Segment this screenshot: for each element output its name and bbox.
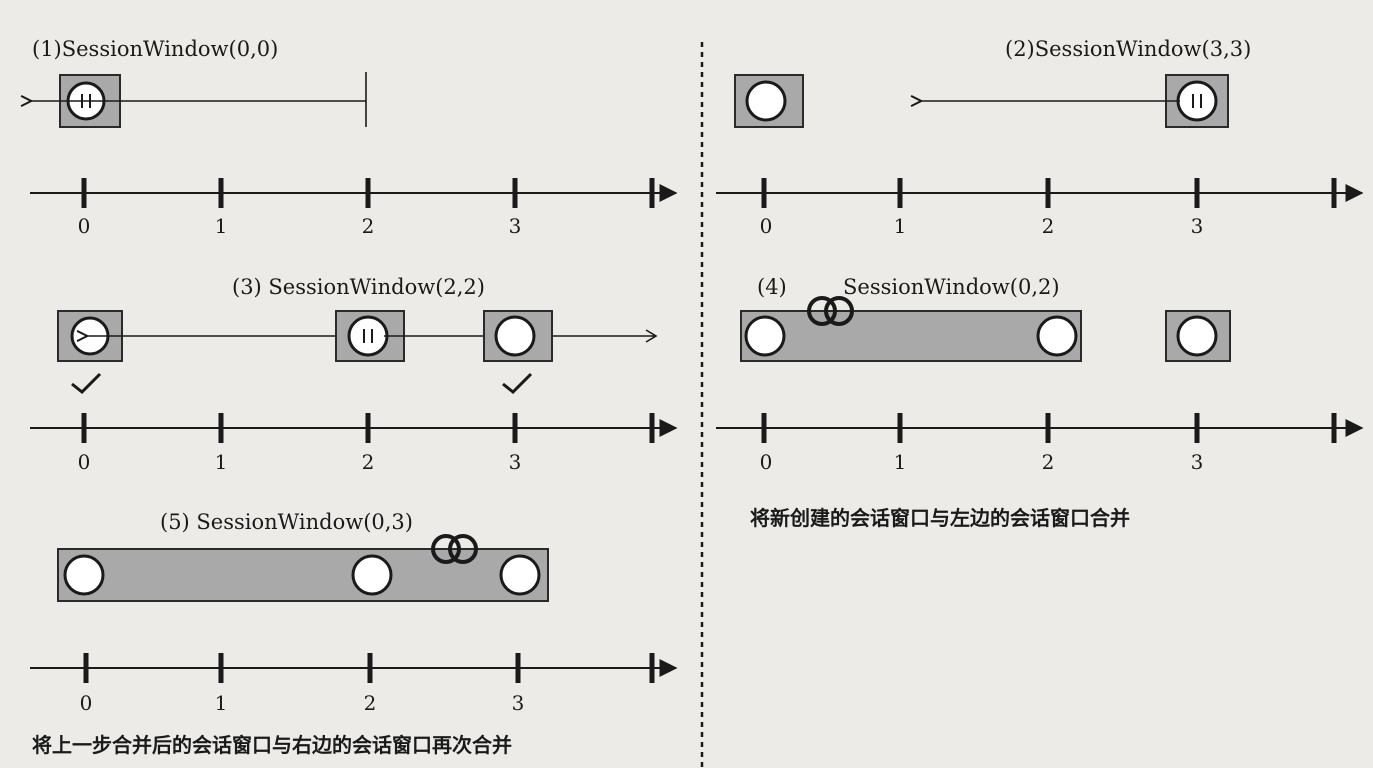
merge-rings-icon bbox=[807, 296, 854, 326]
check-icon bbox=[71, 372, 102, 395]
panel-5: (5) SessionWindow(0,3) 0 1 2 3 将上一步合并后的会… bbox=[30, 510, 678, 757]
session-circle-icon bbox=[494, 315, 536, 357]
panel-2-title: (2)SessionWindow(3,3) bbox=[1005, 37, 1251, 61]
panel-5-title: (5) SessionWindow(0,3) bbox=[160, 510, 413, 534]
tick-label: 3 bbox=[1191, 450, 1204, 474]
arrow-head bbox=[645, 329, 658, 343]
pause-circle-icon bbox=[1176, 80, 1218, 122]
check-icon bbox=[502, 372, 533, 395]
panel-3: (3) SessionWindow(2,2) 0 1 2 3 bbox=[30, 275, 678, 474]
session-circle-icon bbox=[63, 554, 105, 596]
merge-rings-icon bbox=[431, 534, 478, 564]
merged-session-box bbox=[57, 548, 549, 602]
tick-label: 1 bbox=[215, 691, 228, 715]
session-circle-icon bbox=[351, 554, 393, 596]
tick-label: 2 bbox=[1042, 214, 1055, 238]
panel-1-title: (1)SessionWindow(0,0) bbox=[32, 37, 278, 61]
timeline-axis bbox=[30, 413, 678, 443]
panel-5-caption: 将上一步合并后的会话窗口与右边的会话窗口再次合并 bbox=[32, 733, 512, 757]
panel-4-title: SessionWindow(0,2) bbox=[843, 275, 1060, 299]
tick-label: 2 bbox=[362, 450, 375, 474]
timeline-axis bbox=[30, 178, 678, 208]
panel-1: (1)SessionWindow(0,0) 0 1 2 3 bbox=[30, 37, 678, 238]
session-circle-icon bbox=[1036, 315, 1078, 357]
tick-label: 0 bbox=[78, 450, 91, 474]
tick-label: 0 bbox=[80, 691, 93, 715]
session-circle-icon bbox=[499, 554, 541, 596]
tick-label: 3 bbox=[509, 214, 522, 238]
tick-label: 2 bbox=[1042, 450, 1055, 474]
session-circle-icon bbox=[745, 80, 787, 122]
tick-label: 2 bbox=[364, 691, 377, 715]
pause-circle-icon bbox=[347, 315, 389, 357]
tick-label: 1 bbox=[215, 450, 228, 474]
timeline-axis bbox=[30, 653, 678, 683]
panel-4-caption: 将新创建的会话窗口与左边的会话窗口合并 bbox=[750, 506, 1130, 530]
merged-session-box bbox=[740, 310, 1082, 362]
tick-label: 1 bbox=[894, 214, 907, 238]
tick-label: 3 bbox=[1191, 214, 1204, 238]
tick-label: 3 bbox=[512, 691, 525, 715]
timeline-axis bbox=[716, 178, 1364, 208]
panel-4-prefix: (4) bbox=[757, 275, 787, 299]
tick-label: 1 bbox=[894, 450, 907, 474]
timeline-axis bbox=[716, 413, 1364, 443]
panel-2: (2)SessionWindow(3,3) 0 1 2 3 bbox=[716, 37, 1364, 238]
tick-label: 1 bbox=[215, 214, 228, 238]
session-circle-icon bbox=[1176, 315, 1218, 357]
tick-label: 3 bbox=[509, 450, 522, 474]
panel-3-title: (3) SessionWindow(2,2) bbox=[232, 275, 485, 299]
tick-label: 0 bbox=[760, 450, 773, 474]
tick-label: 0 bbox=[760, 214, 773, 238]
session-circle-icon bbox=[744, 315, 786, 357]
tick-label: 2 bbox=[362, 214, 375, 238]
tick-label: 0 bbox=[78, 214, 91, 238]
panel-4: (4) SessionWindow(0,2) 0 1 2 3 将新创建的会话窗口… bbox=[716, 275, 1364, 530]
